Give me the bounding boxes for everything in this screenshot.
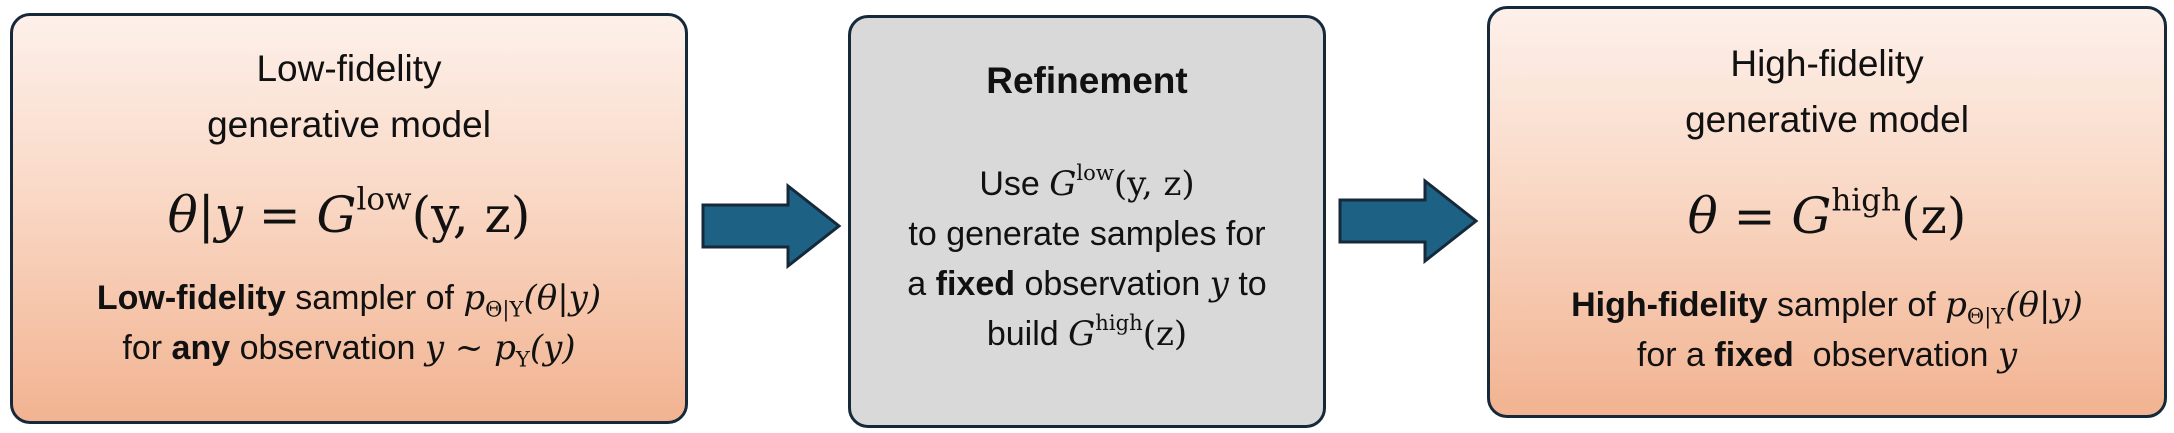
ref-l1-pre: Use [979, 165, 1050, 203]
high-desc-line2: for a fixed observation y [1490, 335, 2164, 375]
refinement-line4: build Ghigh(z) [851, 312, 1323, 354]
low-desc2-arg: (y) [529, 328, 576, 368]
low-desc2-bold: any [171, 329, 231, 367]
ref-l4-sup: high [1095, 309, 1143, 335]
low-eq-sup: low [356, 181, 412, 218]
high-desc-line1: High-fidelity sampler of pΘ|Y(θ|y) [1490, 285, 2164, 329]
ref-l3-text: observation [1015, 265, 1210, 303]
ref-l4-math: Ghigh(z) [1068, 312, 1188, 354]
right-arrow-icon [701, 183, 842, 269]
high-title-line2: generative model [1685, 99, 1969, 140]
low-desc-line2: for any observation y ~ pY(y) [13, 328, 685, 372]
low-desc1-p: p [463, 278, 486, 318]
low-desc1-arg: (θ|y) [523, 278, 602, 318]
low-eq-lhs: θ|y = G [167, 186, 357, 244]
high-desc2-pre: for a [1636, 336, 1715, 374]
high-fidelity-box: High-fidelity generative model θ = Ghigh… [1487, 6, 2167, 418]
ref-l1-arg: (y, z) [1113, 164, 1195, 204]
ref-l4-arg: (z) [1142, 314, 1188, 354]
low-desc1-bold: Low-fidelity [96, 279, 286, 317]
ref-l1-math: Glow(y, z) [1049, 162, 1195, 204]
low-fidelity-box: Low-fidelity generative model θ|y = Glow… [10, 13, 688, 424]
ref-l1-sup: low [1076, 159, 1114, 185]
high-desc1-text: sampler of [1767, 286, 1946, 324]
ref-l3-bold: fixed [935, 265, 1015, 303]
refinement-title: Refinement [986, 60, 1188, 101]
high-desc1-math: pΘ|Y(θ|y) [1945, 285, 2083, 329]
high-desc2-text: observation [1793, 336, 1998, 374]
low-desc2-y: y ~ p [424, 328, 516, 368]
ref-l3-y: y [1209, 264, 1229, 304]
high-desc2-y: y [1997, 335, 2018, 375]
high-desc1-bold: High-fidelity [1571, 286, 1768, 324]
low-desc1-math: pΘ|Y(θ|y) [463, 278, 602, 322]
high-desc2-bold: fixed [1714, 336, 1794, 374]
refinement-line2: to generate samples for [908, 215, 1266, 253]
refinement-line1: Use Glow(y, z) [851, 162, 1323, 204]
low-title-line2: generative model [207, 104, 491, 145]
high-eq-lhs: θ = G [1687, 187, 1832, 245]
low-desc2-sub: Y [515, 346, 530, 372]
low-equation: θ|y = Glow(y, z) [13, 184, 685, 244]
ref-l3-pre: a [907, 265, 936, 303]
refinement-box: Refinement Use Glow(y, z) to generate sa… [848, 15, 1326, 428]
high-desc1-arg: (θ|y) [2005, 285, 2083, 325]
ref-l4-G: G [1068, 314, 1096, 354]
low-desc2-text: observation [230, 329, 425, 367]
high-desc1-p: p [1945, 285, 1967, 325]
high-desc1-sub: Θ|Y [1966, 303, 2006, 329]
low-desc1-sub: Θ|Y [485, 296, 524, 322]
high-equation: θ = Ghigh(z) [1490, 185, 2164, 245]
low-desc1-text: sampler of [285, 279, 464, 317]
high-title-line1: High-fidelity [1730, 43, 1924, 84]
refinement-line3: a fixed observation y to [851, 264, 1323, 304]
low-desc-line1: Low-fidelity sampler of pΘ|Y(θ|y) [13, 278, 685, 322]
low-desc2-pre: for [122, 329, 172, 367]
high-eq-rhs: (z) [1901, 187, 1967, 245]
low-eq-rhs: (y, z) [411, 186, 531, 244]
low-desc2-math: y ~ pY(y) [424, 328, 576, 372]
ref-l4-pre: build [986, 315, 1069, 353]
low-title-line1: Low-fidelity [256, 48, 442, 89]
right-arrow-icon [1338, 178, 1479, 264]
ref-l1-G: G [1049, 164, 1077, 204]
ref-l3-post: to [1228, 265, 1267, 303]
high-eq-sup: high [1831, 182, 1902, 219]
